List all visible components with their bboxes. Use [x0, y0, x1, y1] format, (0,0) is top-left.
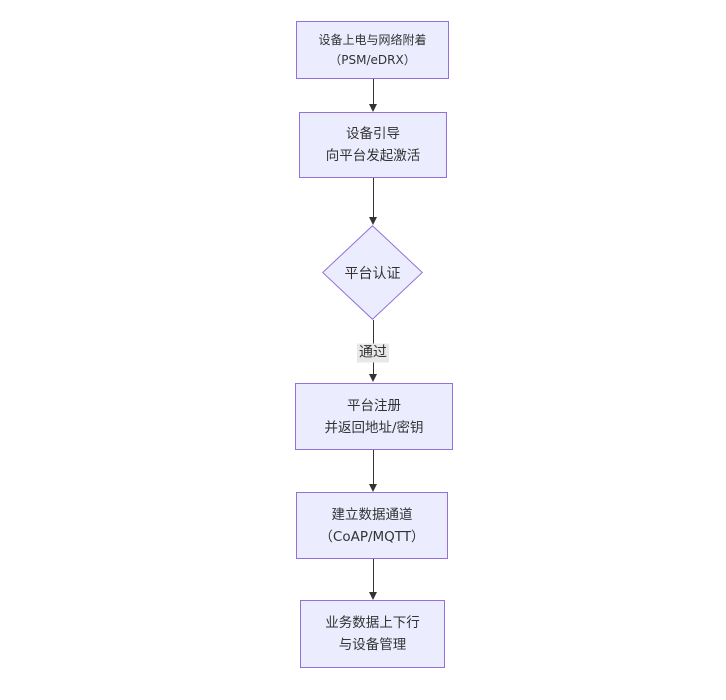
node-platform-register: 平台注册 并返回地址/密钥 [295, 383, 453, 450]
node-text-line: 向平台发起激活 [325, 148, 421, 164]
edge-power-to-bootstrap [368, 79, 378, 112]
arrowhead-down-icon [369, 484, 377, 492]
node-text-line: （CoAP/MQTT） [319, 528, 425, 545]
arrowhead-down-icon [369, 217, 377, 225]
node-text-line: 设备引导 [346, 126, 400, 142]
node-data-channel: 建立数据通道 （CoAP/MQTT） [296, 492, 448, 559]
decision-label: 平台认证 [344, 265, 401, 282]
node-text-line: 业务数据上下行 [325, 615, 420, 631]
node-text-line: 设备上电与网络附着 [318, 33, 427, 47]
diamond-shape [322, 225, 423, 320]
edge-line [373, 450, 374, 487]
decision-platform-auth: 平台认证 [322, 225, 423, 320]
node-text-line: 与设备管理 [338, 637, 407, 653]
edge-auth-to-register: 通过 [357, 320, 389, 382]
arrowhead-down-icon [369, 592, 377, 600]
node-power-attach: 设备上电与网络附着 （PSM/eDRX） [296, 21, 449, 79]
edge-register-to-channel [368, 450, 378, 492]
node-bootstrap: 设备引导 向平台发起激活 [299, 112, 447, 178]
edge-channel-to-business [368, 559, 378, 600]
edge-line [373, 559, 374, 595]
edge-label: 通过 [357, 343, 389, 363]
node-text-line: 并返回地址/密钥 [324, 419, 424, 436]
node-business-data: 业务数据上下行 与设备管理 [300, 600, 445, 668]
arrowhead-down-icon [369, 104, 377, 112]
node-text-line: （PSM/eDRX） [329, 53, 416, 67]
node-text-line: 平台注册 [347, 397, 401, 414]
node-text-line: 建立数据通道 [331, 506, 413, 523]
edge-bootstrap-to-auth [368, 178, 378, 225]
edge-line [373, 178, 374, 220]
edge-line [373, 79, 374, 107]
arrowhead-down-icon [369, 374, 377, 382]
